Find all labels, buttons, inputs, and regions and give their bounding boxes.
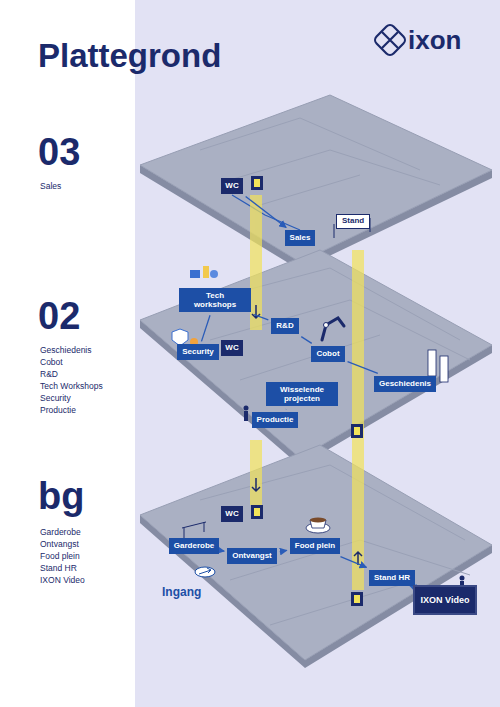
room-box: Geschiedenis (374, 376, 436, 391)
room-name: Geschiedenis (379, 379, 431, 388)
room-list-item: Garderobe (40, 528, 81, 537)
walk-route (246, 196, 286, 227)
room-box: Food plein (290, 538, 340, 553)
room-list-item: R&D (40, 370, 58, 379)
background-panel (135, 0, 500, 707)
logo-mark (373, 23, 407, 57)
wc-box: WC (221, 178, 242, 193)
room-list-item: Geschiedenis (40, 346, 92, 355)
walk-route (340, 557, 366, 568)
room-list-item: Tech Workshops (40, 382, 103, 391)
walk-route (201, 315, 210, 341)
room-name: Sales (290, 233, 311, 242)
room-list-item: Cobot (40, 358, 63, 367)
coffee-icon (306, 518, 330, 534)
video-screen: IXON Video (413, 585, 478, 615)
room-name: Tech workshops (184, 291, 246, 309)
walk-route (222, 550, 224, 552)
floor-plate (140, 445, 492, 668)
entrance-marker (195, 567, 215, 577)
floor-number: 02 (38, 296, 80, 338)
room-name: Garderobe (174, 541, 214, 550)
rack-icon (182, 522, 206, 538)
room-box: Security (177, 344, 219, 359)
room-list-item: IXON Video (40, 576, 85, 585)
lift-icon (251, 176, 363, 606)
room-name: R&D (276, 321, 293, 330)
wc-box: WC (221, 506, 242, 521)
wc-box: WC (221, 340, 242, 355)
floor-plate (140, 95, 492, 270)
room-box: Stand HR (369, 570, 415, 585)
room-box: Tech workshops (179, 288, 251, 312)
room-name: Wisselende projecten (271, 385, 333, 403)
room-name: Ontvangst (232, 551, 272, 560)
room-name: Cobot (316, 349, 339, 358)
logo-text: ixon (408, 26, 461, 55)
room-name: WC (225, 181, 238, 190)
room-name: Productie (257, 415, 294, 424)
walk-route (280, 550, 287, 551)
cobot-icon (322, 318, 344, 340)
room-name: Security (182, 347, 214, 356)
room-list-item: Ontvangst (40, 540, 79, 549)
room-box: Ontvangst (227, 548, 277, 563)
room-list-item: Productie (40, 406, 76, 415)
room-box: Cobot (311, 346, 344, 361)
page-title: Plattegrond (38, 38, 221, 74)
room-list-item: Food plein (40, 552, 80, 561)
sign-text: Stand (336, 214, 370, 229)
room-box: Wisselende projecten (266, 382, 338, 406)
floor-number: bg (38, 476, 84, 518)
room-name: WC (225, 343, 238, 352)
room-list-item: Stand HR (40, 564, 77, 573)
lift-beam (250, 195, 364, 590)
room-list-item: Sales (40, 182, 61, 191)
room-name: IXON Video (421, 595, 470, 605)
room-list-item: Security (40, 394, 71, 403)
room-box: Sales (285, 230, 316, 245)
room-name: Stand HR (374, 573, 410, 582)
floor-plate (140, 250, 492, 466)
entrance-label: Ingang (160, 586, 203, 599)
walk-route (301, 337, 311, 344)
walk-route (254, 314, 268, 319)
floor-number: 03 (38, 132, 80, 174)
room-box: R&D (271, 318, 298, 333)
walk-route (348, 362, 378, 374)
room-box: Productie (252, 412, 299, 427)
workshop-icon (190, 266, 218, 278)
room-name: WC (225, 509, 238, 518)
room-name: Food plein (295, 541, 335, 550)
arrow-icon (252, 305, 362, 565)
room-box: Garderobe (169, 538, 219, 553)
walk-route (285, 409, 287, 411)
